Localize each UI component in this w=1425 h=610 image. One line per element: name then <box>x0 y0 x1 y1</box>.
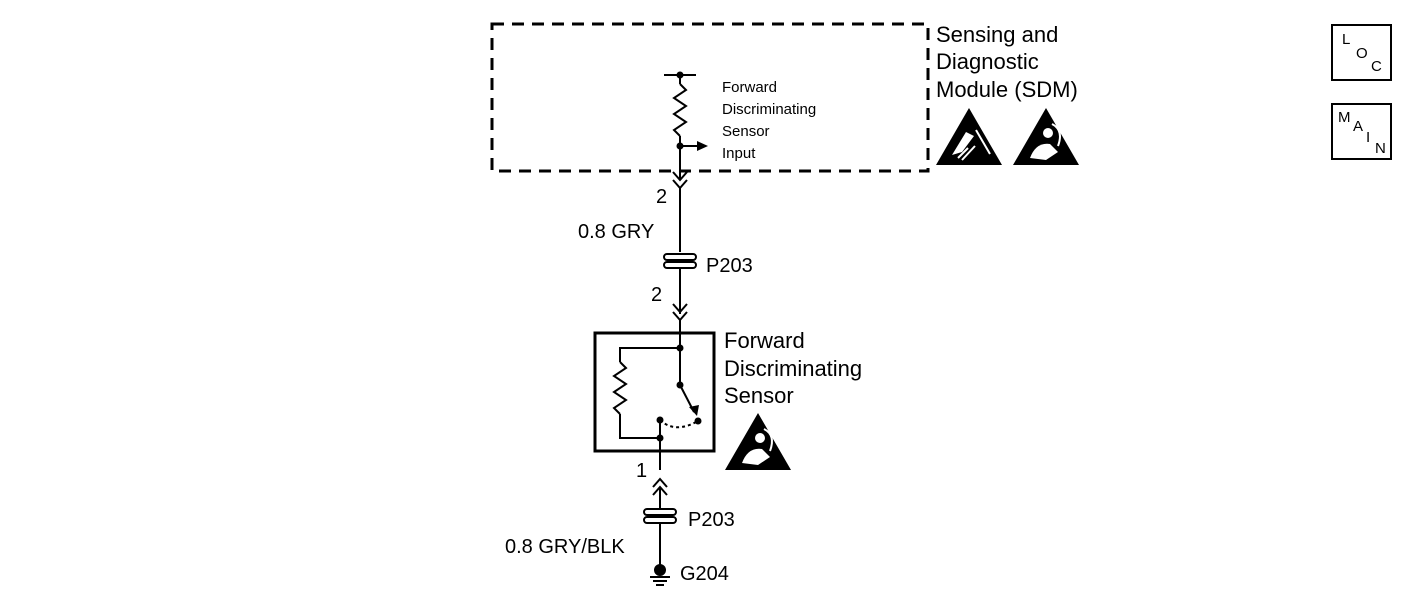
sensor-pin-number: 1 <box>636 460 647 482</box>
connector-lower-label: P203 <box>688 509 735 531</box>
esd-warning-icon <box>936 108 1002 165</box>
sensor-internal-circuit <box>612 334 699 470</box>
wire-color-label-lower: 0.8 GRY/BLK <box>505 536 625 558</box>
input-arrow-icon <box>697 141 708 151</box>
main-letter: A <box>1353 118 1364 135</box>
switch-arrow-icon <box>689 405 699 416</box>
loc-letter: L <box>1342 31 1351 48</box>
connector-upper-symbol <box>663 253 697 269</box>
connector-lower-symbol <box>643 508 677 524</box>
airbag-warning-icon <box>1013 108 1079 165</box>
sdm-enclosure <box>490 22 930 173</box>
junction-dot <box>676 71 684 79</box>
ground-icon <box>650 564 670 586</box>
connector-upper-label: P203 <box>706 255 753 277</box>
loc-button[interactable]: L O C <box>1331 24 1392 81</box>
airbag-warning-icon <box>725 413 791 470</box>
sdm-pin-number: 2 <box>656 186 667 208</box>
junction-dot <box>676 142 684 150</box>
sdm-internal-circuit <box>664 74 698 252</box>
connector-upper-pin: 2 <box>651 284 662 306</box>
junction-dot <box>656 434 664 442</box>
wire-segment <box>672 268 688 334</box>
wire-color-label-upper: 0.8 GRY <box>578 221 654 243</box>
sensor-box <box>593 331 716 453</box>
main-letter: M <box>1338 109 1351 126</box>
wire-segment <box>652 477 668 566</box>
junction-dot <box>676 344 684 352</box>
junction-dot <box>694 417 702 425</box>
junction-dot <box>676 381 684 389</box>
main-button[interactable]: M A I N <box>1331 103 1392 160</box>
loc-letter: C <box>1371 58 1382 75</box>
loc-letter: O <box>1356 45 1368 62</box>
sensor-label: Forward Discriminating Sensor <box>724 328 868 408</box>
junction-dot <box>656 416 664 424</box>
sdm-label: Sensing and Diagnostic Module (SDM) <box>936 22 1078 102</box>
main-letter: N <box>1375 140 1386 157</box>
ground-label: G204 <box>680 563 729 585</box>
sdm-input-label: Forward Discriminating Sensor Input <box>722 79 820 162</box>
main-letter: I <box>1366 129 1371 146</box>
